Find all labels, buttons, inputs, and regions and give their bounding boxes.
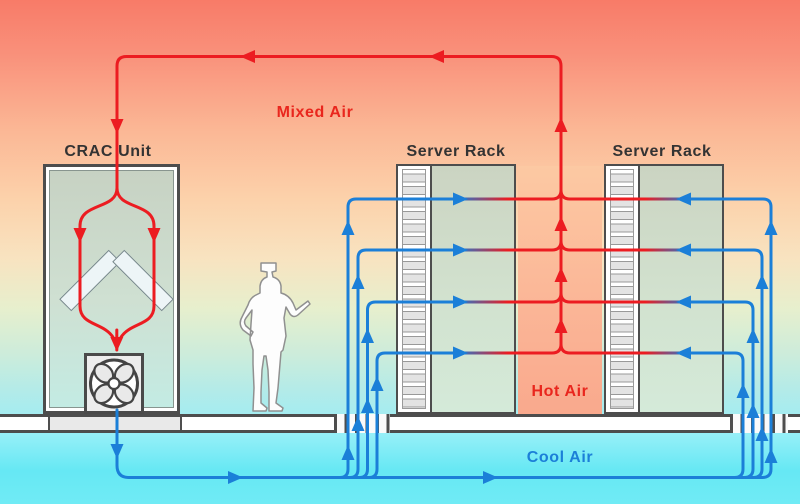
server-rack-left-rails <box>398 166 432 412</box>
crac-unit-label: CRAC Unit <box>64 143 152 160</box>
server-slots-icon <box>610 169 634 409</box>
fan-icon <box>89 358 139 409</box>
server-rack-left-label: Server Rack <box>406 143 506 160</box>
cool-air-label: Cool Air <box>526 449 594 466</box>
server-rack-right-body <box>640 166 722 412</box>
server-rack-left <box>396 164 516 414</box>
underfloor-plenum <box>0 430 800 504</box>
crac-floor-tile <box>48 417 182 430</box>
crac-fan-unit <box>84 353 144 414</box>
rack-throughflow-lines <box>338 188 773 479</box>
cool-flow-arrows <box>110 192 778 484</box>
hot-air-return-loop <box>78 55 563 352</box>
hot-flow-arrows <box>73 50 568 352</box>
server-rack-right-rails <box>606 166 640 412</box>
raised-floor <box>0 414 800 433</box>
technician-silhouette <box>239 262 311 412</box>
hot-air-label: Hot Air <box>531 383 589 400</box>
server-rack-right <box>604 164 724 414</box>
server-rack-right-label: Server Rack <box>612 143 712 160</box>
cool-air-supply-line <box>115 408 764 479</box>
mixed-air-label: Mixed Air <box>276 104 354 121</box>
server-slots-icon <box>402 169 426 409</box>
server-rack-left-body <box>432 166 514 412</box>
